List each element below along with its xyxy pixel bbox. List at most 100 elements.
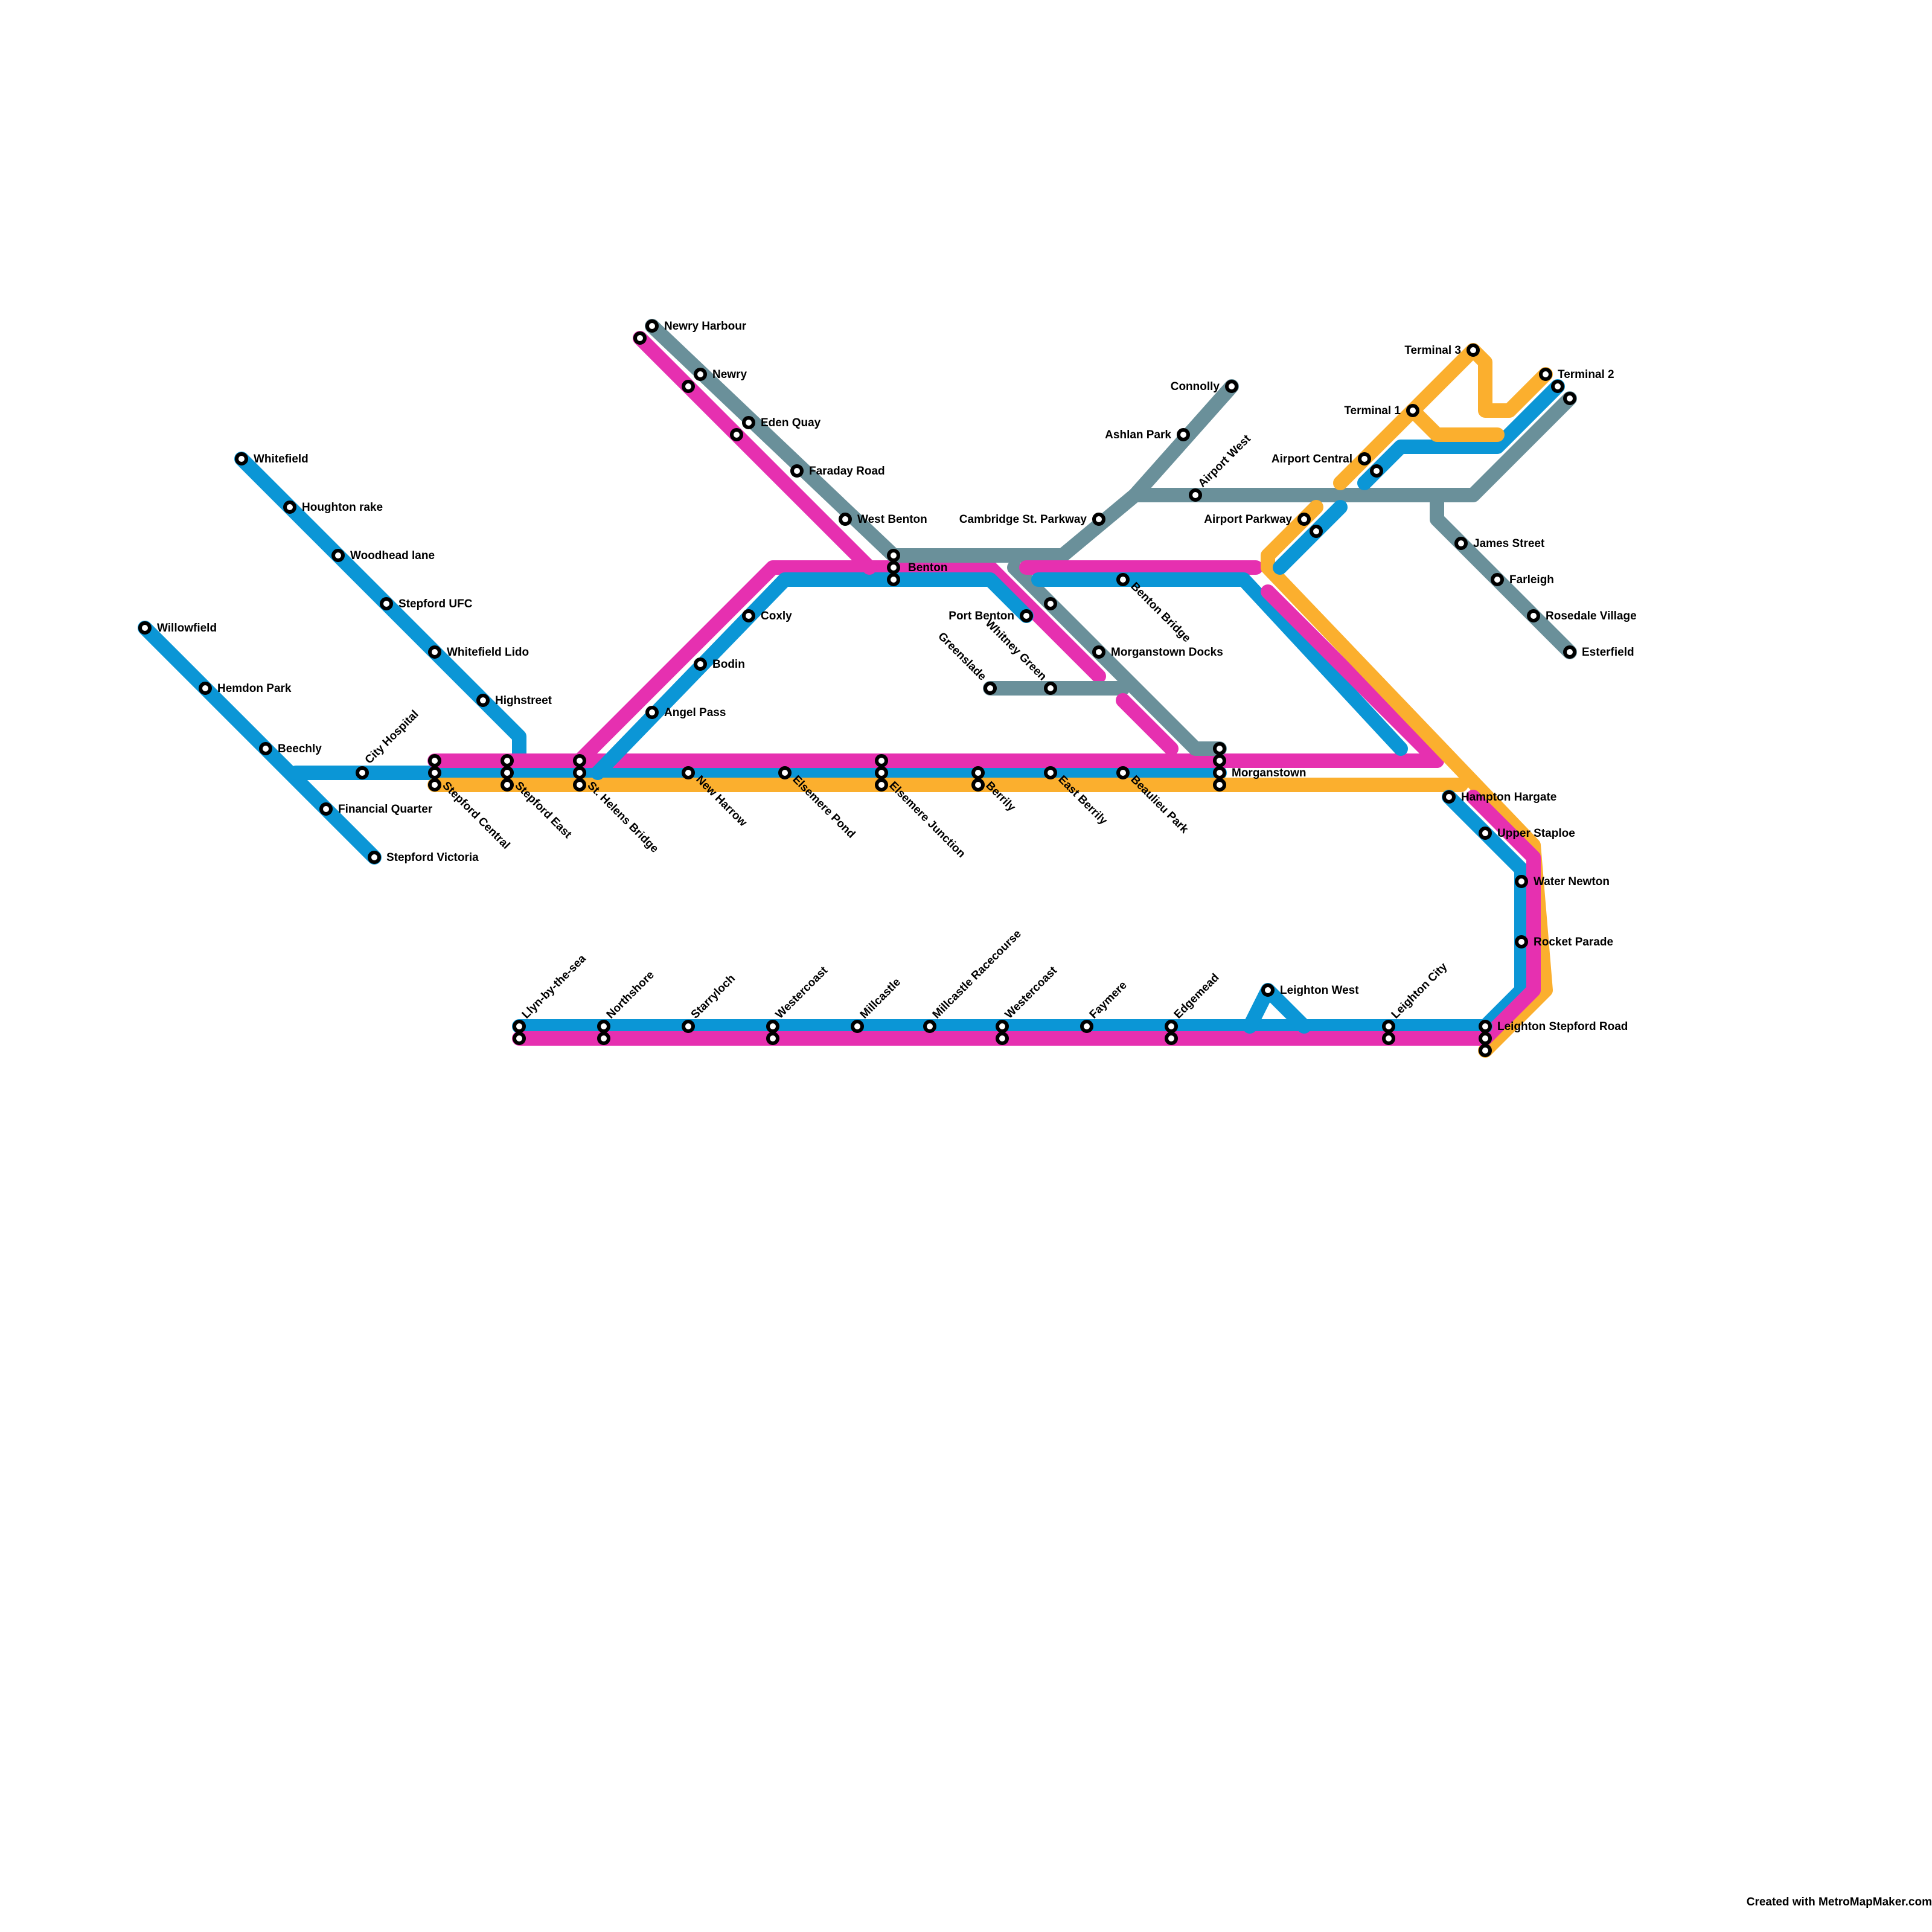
station-marker[interactable] <box>573 754 586 767</box>
station-marker[interactable] <box>235 452 248 465</box>
station-marker[interactable] <box>428 778 441 792</box>
station-marker[interactable] <box>1213 754 1226 767</box>
station-marker[interactable] <box>476 694 490 707</box>
station-marker[interactable] <box>428 645 441 659</box>
station-marker[interactable] <box>356 766 369 779</box>
station-marker[interactable] <box>1358 452 1371 465</box>
station-marker[interactable] <box>1479 827 1492 840</box>
station-marker[interactable] <box>1406 404 1419 417</box>
station-marker[interactable] <box>199 682 212 695</box>
station-marker[interactable] <box>1454 537 1468 550</box>
station-marker[interactable] <box>996 1032 1009 1045</box>
station-marker[interactable] <box>778 766 792 779</box>
station-marker[interactable] <box>501 754 514 767</box>
station-marker[interactable] <box>682 1020 695 1033</box>
station-marker[interactable] <box>513 1032 526 1045</box>
station-marker[interactable] <box>1044 766 1057 779</box>
station-marker[interactable] <box>971 778 985 792</box>
station-marker[interactable] <box>428 766 441 779</box>
station-marker[interactable] <box>1116 766 1130 779</box>
station-marker[interactable] <box>1551 380 1564 393</box>
station-marker[interactable] <box>138 621 152 635</box>
station-marker[interactable] <box>887 561 900 574</box>
station-marker[interactable] <box>1515 875 1528 888</box>
station-marker[interactable] <box>1092 513 1105 526</box>
station-marker[interactable] <box>1515 935 1528 948</box>
station-marker[interactable] <box>1225 380 1238 393</box>
station-marker[interactable] <box>1382 1020 1395 1033</box>
station-marker[interactable] <box>1479 1032 1492 1045</box>
station-marker[interactable] <box>1442 790 1456 804</box>
station-marker[interactable] <box>573 778 586 792</box>
station-marker[interactable] <box>259 742 272 755</box>
station-marker[interactable] <box>1527 609 1540 622</box>
station-marker[interactable] <box>1213 778 1226 792</box>
station-marker[interactable] <box>513 1020 526 1033</box>
station-marker[interactable] <box>984 682 997 695</box>
station-marker[interactable] <box>790 464 804 478</box>
station-marker[interactable] <box>875 778 888 792</box>
station-marker[interactable] <box>1491 573 1504 586</box>
station-marker[interactable] <box>730 428 743 441</box>
station-marker[interactable] <box>1479 1020 1492 1033</box>
station-marker[interactable] <box>1165 1032 1178 1045</box>
station-marker[interactable] <box>1297 513 1311 526</box>
station-marker[interactable] <box>887 573 900 586</box>
station-marker[interactable] <box>1044 597 1057 610</box>
credit-text[interactable]: Created with MetroMapMaker.com <box>1746 1896 1932 1908</box>
station-marker[interactable] <box>1261 984 1275 997</box>
station-marker[interactable] <box>682 766 695 779</box>
station-marker[interactable] <box>742 609 755 622</box>
station-marker[interactable] <box>645 319 659 333</box>
station-marker[interactable] <box>1370 464 1383 478</box>
station-marker[interactable] <box>1189 488 1202 502</box>
station-marker[interactable] <box>996 1020 1009 1033</box>
station-marker[interactable] <box>1044 682 1057 695</box>
station-marker[interactable] <box>694 368 707 381</box>
station-marker[interactable] <box>501 778 514 792</box>
station-marker[interactable] <box>971 766 985 779</box>
station-marker[interactable] <box>887 549 900 562</box>
station-label: Eden Quay <box>761 417 821 429</box>
station-marker[interactable] <box>597 1020 610 1033</box>
station-marker[interactable] <box>1563 645 1576 659</box>
station-marker[interactable] <box>1213 766 1226 779</box>
station-marker[interactable] <box>319 802 333 816</box>
station-marker[interactable] <box>1479 1044 1492 1057</box>
station-marker[interactable] <box>1080 1020 1093 1033</box>
station-marker[interactable] <box>766 1020 779 1033</box>
station-marker[interactable] <box>1020 609 1033 622</box>
station-marker[interactable] <box>851 1020 864 1033</box>
station-marker[interactable] <box>501 766 514 779</box>
station-marker[interactable] <box>766 1032 779 1045</box>
station-marker[interactable] <box>380 597 393 610</box>
station-marker[interactable] <box>1116 573 1130 586</box>
station-marker[interactable] <box>1467 344 1480 357</box>
station-marker[interactable] <box>1165 1020 1178 1033</box>
station-marker[interactable] <box>633 331 647 345</box>
station-marker[interactable] <box>875 766 888 779</box>
station-marker[interactable] <box>368 851 381 864</box>
station-marker[interactable] <box>1563 392 1576 405</box>
station-marker[interactable] <box>1539 368 1552 381</box>
station-marker[interactable] <box>694 657 707 671</box>
station-marker[interactable] <box>597 1032 610 1045</box>
station-marker[interactable] <box>645 706 659 719</box>
station-marker[interactable] <box>573 766 586 779</box>
station-marker[interactable] <box>1382 1032 1395 1045</box>
station-marker[interactable] <box>331 549 345 562</box>
station-marker[interactable] <box>428 754 441 767</box>
station-label: Whitefield <box>254 453 309 465</box>
station-marker[interactable] <box>1092 645 1105 659</box>
station-marker[interactable] <box>875 754 888 767</box>
line-magenta-newry <box>633 331 877 575</box>
station-marker[interactable] <box>1177 428 1190 441</box>
station-marker[interactable] <box>1310 525 1323 538</box>
station-marker[interactable] <box>742 416 755 429</box>
station-marker[interactable] <box>682 380 695 393</box>
station-marker[interactable] <box>923 1020 936 1033</box>
station-marker[interactable] <box>1213 742 1226 755</box>
station-marker[interactable] <box>283 501 296 514</box>
station-marker[interactable] <box>839 513 852 526</box>
